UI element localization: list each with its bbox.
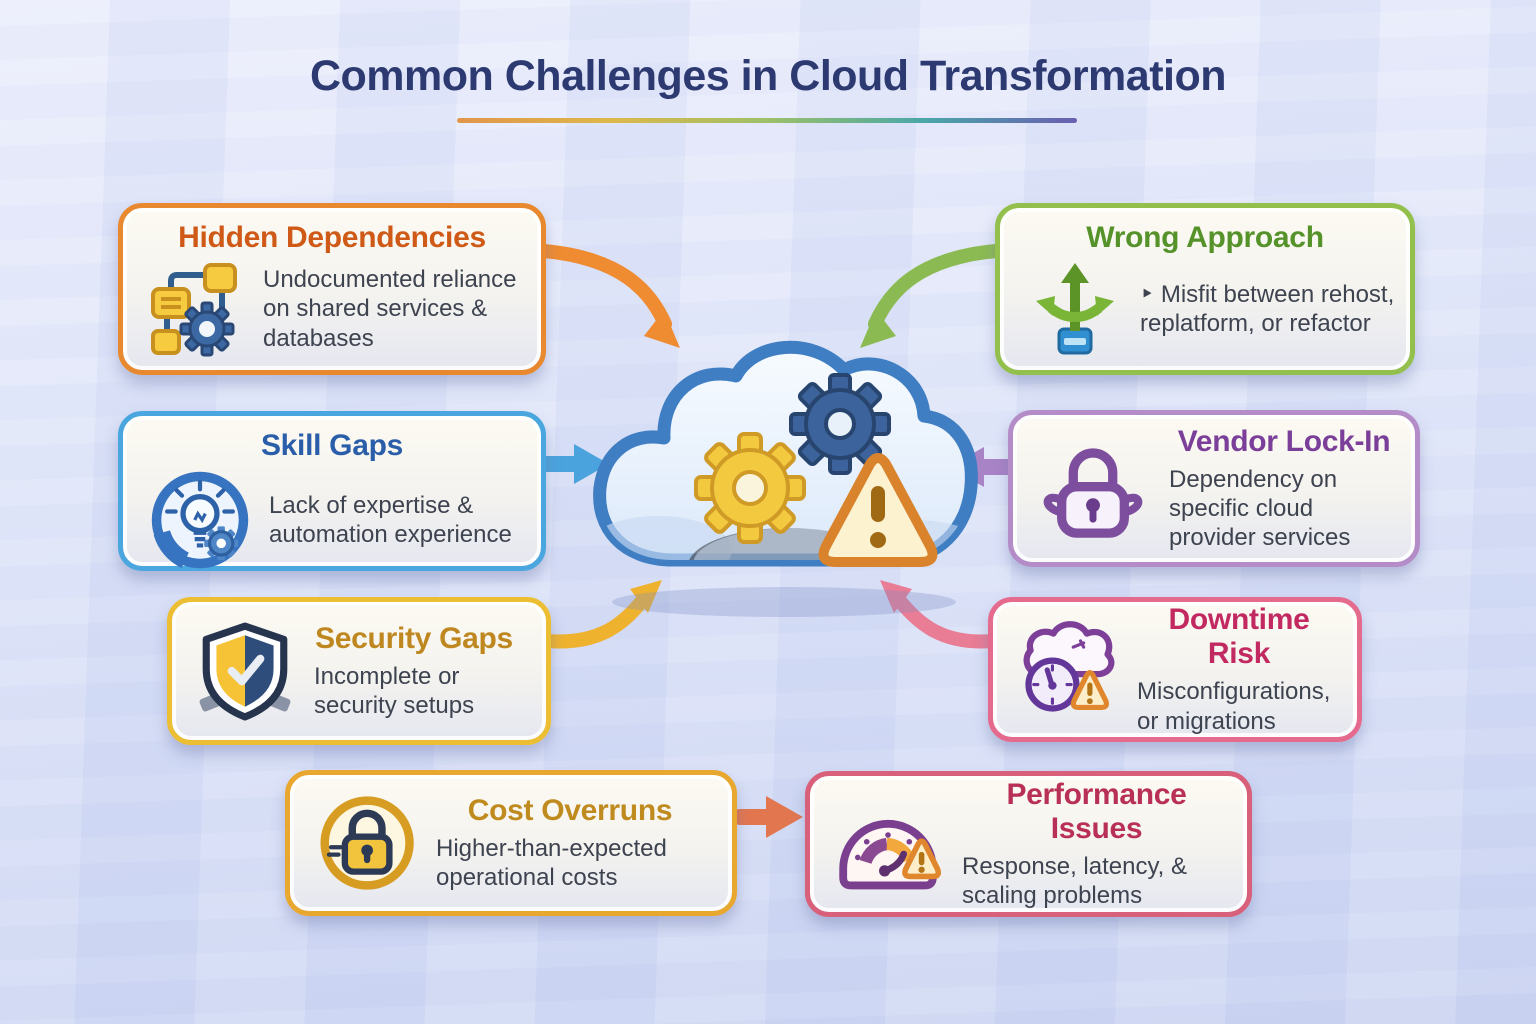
card-description: Dependency on specific cloud provider se… — [1169, 465, 1351, 552]
card-description: Lack of expertise & automation experienc… — [269, 491, 512, 548]
card-cost-overruns: Cost Overruns Higher-than-expected opera… — [285, 770, 737, 916]
card-title: Hidden Dependencies — [178, 221, 486, 254]
arrow-cost-overruns-to-performance-issues — [732, 796, 803, 838]
card-vendor-lock-in: Vendor Lock-In Dependency on specific cl… — [1008, 410, 1420, 567]
card-security-gaps: Security Gaps Incomplete or security set… — [167, 597, 551, 745]
cloud-shadow — [612, 587, 956, 617]
card-description: Undocumented reliance on shared services… — [263, 266, 517, 352]
card-title: Wrong Approach — [1086, 221, 1324, 254]
card-description: ‣ Misfit between rehost, replatform, or … — [1140, 280, 1395, 337]
gauge-alert-icon — [839, 819, 942, 890]
card-wrong-approach: Wrong Approach ‣ Misfit between rehost, … — [995, 203, 1415, 375]
card-title: Downtime Risk — [1168, 603, 1310, 671]
card-title: Skill Gaps — [260, 429, 404, 462]
card-performance-issues: Performance Issues Response, latency, & … — [805, 771, 1252, 917]
card-description: Incomplete or security setups — [314, 662, 475, 719]
cloud-gears-warning-icon — [593, 340, 978, 617]
card-title: Cost Overruns — [467, 793, 673, 827]
shield-check-icon — [199, 622, 291, 721]
branching-arrows-icon — [1036, 263, 1114, 355]
card-skill-gaps: Skill Gaps — [118, 411, 546, 571]
cloud-clock-alert-icon — [1023, 620, 1115, 712]
card-downtime-risk: Downtime Risk Misconfigurations, or migr… — [988, 597, 1362, 742]
arrow-hidden-dependencies-to-cloud — [537, 244, 680, 348]
padlock-coin-icon — [320, 796, 414, 890]
arrow-downtime-risk-to-cloud — [880, 580, 999, 649]
card-title: Performance Issues — [1006, 777, 1187, 845]
arrow-security-gaps-to-cloud — [541, 580, 662, 649]
yellow-gear-icon — [694, 432, 806, 544]
card-hidden-dependencies: Hidden Dependencies — [118, 203, 546, 375]
flowchart-gear-icon — [151, 263, 237, 357]
card-description: Higher-than-expected operational costs — [436, 834, 667, 891]
card-description: Misconfigurations, or migrations — [1137, 678, 1331, 735]
card-description: Response, latency, & scaling problems — [962, 852, 1188, 909]
vendor-padlock-icon — [1043, 447, 1143, 538]
page-title: Common Challenges in Cloud Transformatio… — [309, 52, 1227, 100]
warning-triangle-icon — [818, 453, 938, 567]
lightbulb-gear-icon — [151, 471, 249, 569]
arrow-wrong-approach-to-cloud — [860, 244, 1003, 348]
title-divider — [457, 118, 1077, 123]
card-title: Vendor Lock-In — [1177, 424, 1391, 458]
card-title: Security Gaps — [315, 621, 513, 655]
arrow-skill-gaps-to-cloud — [536, 444, 609, 484]
